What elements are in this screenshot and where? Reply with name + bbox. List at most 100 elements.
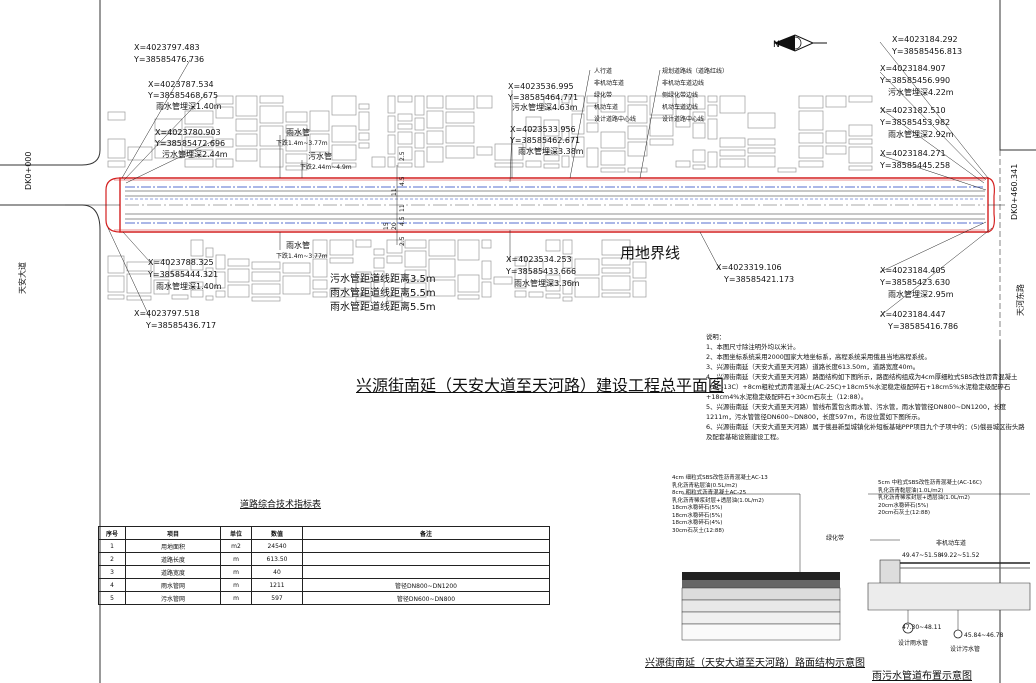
- pavement-layer: 乳化沥青稀浆封层+透层油(1.0L/m2): [672, 497, 764, 504]
- pavement-layer: 30cm石灰土(12:88): [672, 527, 725, 534]
- building-outline: [561, 155, 570, 168]
- building-outline: [601, 292, 631, 298]
- building-outline: [445, 111, 475, 124]
- building-outline: [215, 138, 234, 148]
- building-outline: [387, 156, 396, 168]
- building-outline: [358, 132, 370, 141]
- building-outline: [571, 136, 585, 158]
- building-outline: [154, 144, 183, 159]
- building-outline: [309, 110, 330, 132]
- width-mark-4: 15: [383, 222, 390, 230]
- building-outline: [707, 151, 718, 168]
- start-station-label: DK0+000: [24, 151, 33, 190]
- building-outline: [190, 258, 204, 271]
- legend-right-1: 规划道路线（道路红线）: [662, 68, 729, 75]
- building-outline: [235, 118, 258, 132]
- building-outline: [331, 125, 357, 143]
- building-outline: [404, 239, 427, 249]
- building-outline: [126, 273, 152, 294]
- dim-label-1: 49.47~51.58: [902, 552, 942, 559]
- legend-left-3: 绿化带: [594, 92, 613, 99]
- table-cell: 道路长度: [125, 552, 221, 566]
- building-outline: [798, 110, 824, 131]
- coord-12-x: X=4023182.510: [880, 106, 946, 115]
- building-outline: [428, 258, 456, 278]
- note-5: 5、兴源街南延（天安大道至天河路）管线布置包含雨水管、污水管，雨水管管径DN80…: [706, 403, 1007, 421]
- rain-pipe-design-label: 设计雨水管: [898, 640, 929, 647]
- building-outline: [545, 293, 561, 299]
- building-outline: [562, 296, 573, 302]
- table-cell: 3: [98, 565, 126, 579]
- header-value: 数值: [251, 526, 303, 540]
- building-outline: [373, 248, 385, 256]
- building-outline: [171, 269, 189, 276]
- coord-15-x: X=4023184.447: [880, 310, 946, 319]
- coord-2-y: Y=38585468.675: [148, 91, 219, 100]
- coord-9-x: X=4023319.106: [716, 263, 782, 272]
- note-4: 4、兴源街南延（天安大道至天河路）路面结构如下图所示，路面结构组成为4cm厚细粒…: [706, 373, 1018, 401]
- land-boundary-label: 用地界线: [620, 244, 681, 262]
- building-outline: [457, 294, 480, 300]
- building-outline: [514, 268, 527, 289]
- coord-3-y: Y=38585472.696: [155, 139, 226, 148]
- building-outline: [205, 267, 214, 277]
- building-outline: [397, 146, 413, 161]
- pipe-layout-title: 雨污水管道布置示意图: [872, 671, 972, 682]
- building-outline: [285, 135, 308, 152]
- building-outline: [476, 146, 493, 156]
- pavement-layer: 18cm水稳碎石(4%): [672, 520, 723, 526]
- building-outline: [373, 279, 385, 298]
- legend-right-3: 侧绿化带边线: [662, 92, 699, 99]
- building-outline: [428, 279, 456, 297]
- building-outline: [154, 133, 183, 143]
- coord-3-depth: 污水管埋深2.44m: [162, 150, 228, 159]
- table-cell: 2: [98, 552, 126, 566]
- building-outline: [358, 142, 370, 149]
- pavement-layer: 18cm水稳碎石(5%): [672, 512, 723, 519]
- building-outline: [126, 295, 152, 301]
- building-outline: [251, 283, 281, 295]
- table-cell: 管径DN600~DN800: [302, 591, 550, 605]
- coord-4-y: Y=38585464.771: [508, 93, 579, 102]
- width-mark-7: 4.5: [399, 216, 406, 226]
- building-outline: [848, 165, 873, 171]
- sewage-pipe-design-label: 设计污水管: [950, 646, 981, 653]
- building-outline: [259, 95, 284, 104]
- legend-right-4: 机动车道边线: [662, 104, 699, 111]
- building-outline: [426, 130, 444, 145]
- coord-7-y: Y=38585436.717: [146, 321, 217, 330]
- building-outline: [543, 119, 560, 137]
- building-outline: [627, 167, 648, 173]
- sewage-pipe-label: 污水管: [308, 152, 332, 161]
- building-outline: [414, 95, 425, 116]
- building-outline: [545, 239, 561, 252]
- coord-6-x: X=4023788.325: [148, 258, 214, 267]
- indicator-table-title: 道路综合技术指标表: [240, 500, 322, 510]
- legend-left-2: 非机动车道: [594, 80, 625, 87]
- pipe-layout-layer: 5cm 中粒式SBS改性沥青混凝土(AC-16C): [878, 480, 982, 486]
- building-outline: [184, 126, 214, 135]
- width-mark-6: 11: [399, 204, 406, 212]
- building-outline: [601, 239, 631, 256]
- building-outline: [600, 150, 626, 166]
- coord-8-y: Y=38585433.666: [506, 267, 577, 276]
- left-road-edge-bottom: [0, 204, 101, 683]
- building-outline: [632, 261, 647, 279]
- building-outline: [457, 239, 480, 261]
- building-outline: [601, 275, 631, 291]
- table-cell: m: [220, 552, 252, 566]
- building-outline: [426, 146, 444, 163]
- coord-6-depth: 雨水管埋深1.40m: [156, 282, 222, 291]
- rain-pipe-label-top: 雨水管: [286, 128, 310, 137]
- building-outline: [205, 247, 214, 258]
- coord-14-depth: 雨水管埋深2.95m: [888, 290, 954, 299]
- building-outline: [215, 95, 234, 105]
- building-outline: [649, 117, 674, 137]
- building-outline: [600, 167, 626, 173]
- building-outline: [215, 271, 226, 289]
- note-3: 3、兴源街南延（天安大道至天河路）道路长度613.50m，道路宽度40m。: [706, 363, 920, 371]
- pipe-layout-layer: 20cm水稳碎石(5%): [878, 502, 929, 509]
- table-cell: 5: [98, 591, 126, 605]
- building-outline: [574, 258, 600, 276]
